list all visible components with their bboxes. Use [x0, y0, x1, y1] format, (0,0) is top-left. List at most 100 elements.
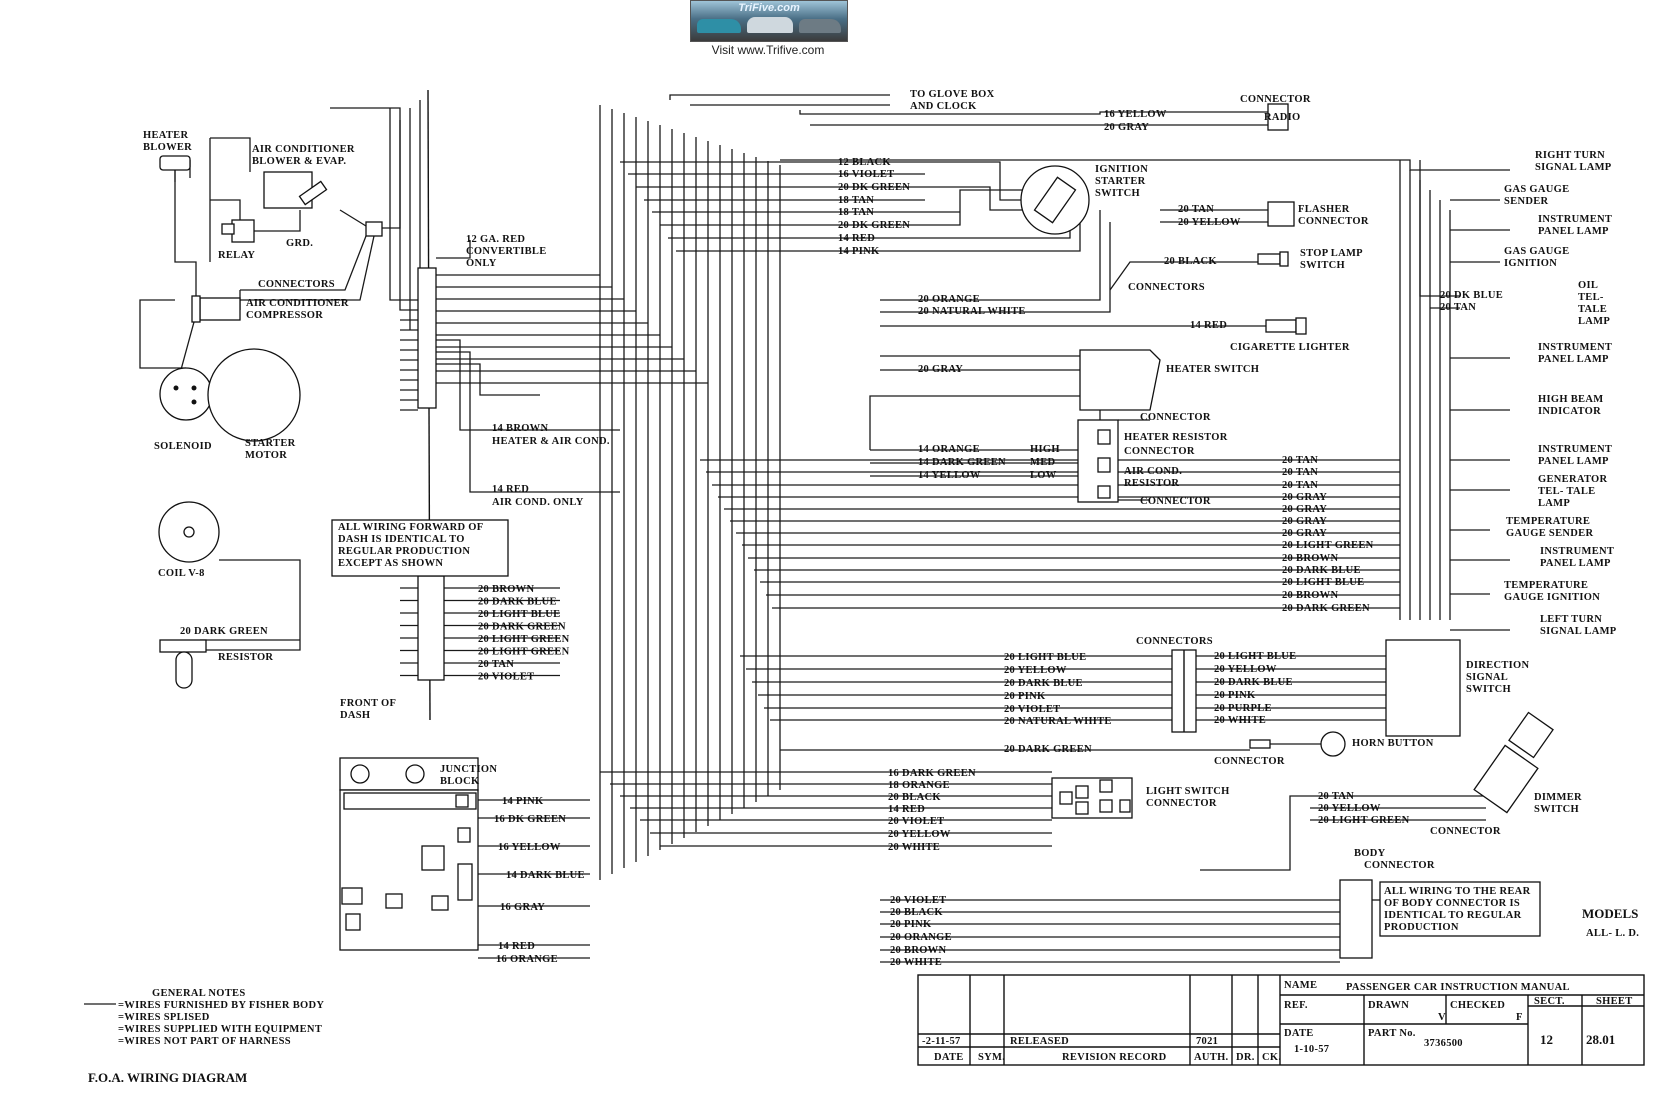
oil-lamp-label: TEL-: [1578, 292, 1604, 303]
relay-label: RELAY: [218, 250, 255, 261]
left-turn-label: LEFT TURN: [1540, 614, 1602, 625]
connectors-label: CONNECTORS: [258, 279, 335, 290]
relay-terminal: [221, 223, 235, 235]
rear-note-text: PRODUCTION: [1384, 922, 1459, 933]
gas-ignition-label: IGNITION: [1504, 258, 1557, 269]
flasher-label: CONNECTOR: [1298, 216, 1369, 227]
generator-label: TEL- TALE: [1538, 486, 1595, 497]
title-sect-value: 12: [1540, 1032, 1553, 1047]
light-switch-wire-label: 14 RED: [888, 804, 925, 815]
right-wire-label: 20 TAN: [1282, 467, 1318, 478]
front-of-dash-label: FRONT OF: [340, 698, 396, 709]
dimmer-switch-label: SWITCH: [1534, 804, 1579, 815]
dimmer-wire-label: 20 LIGHT GREEN: [1318, 815, 1410, 826]
ignition-wire: [925, 230, 1071, 239]
rear-note-text: IDENTICAL TO REGULAR: [1384, 910, 1522, 921]
ignition-switch-key: [1033, 176, 1077, 224]
mid-wire-label: 20 ORANGE: [918, 294, 980, 305]
body-wire-label: 20 VIOLET: [890, 895, 946, 906]
flasher-terminal: [457, 827, 471, 843]
right-wire-label: 20 GRAY: [1282, 504, 1327, 515]
ac-resistor-label: AIR COND.: [1124, 466, 1182, 477]
heater-blower-label: BLOWER: [143, 142, 192, 153]
speed-label: LOW: [1030, 470, 1057, 481]
wire-lines: [84, 94, 1510, 1005]
radio-wire-label: 16 YELLOW: [1104, 109, 1167, 120]
forward-note-box: [331, 519, 509, 577]
heater-blower-label: HEATER: [143, 130, 188, 141]
circuit-breaker: [421, 845, 445, 871]
column-sym: SYM.: [978, 1052, 1005, 1063]
right-wire-label: 20 GRAY: [1282, 492, 1327, 503]
flasher-connector-icon: [1267, 201, 1295, 227]
starter-motor-label: MOTOR: [245, 450, 287, 461]
instrument-lamp-label: INSTRUMENT: [1540, 546, 1614, 557]
right-wire-label: 20 BROWN: [1282, 590, 1338, 601]
speed-label: MED: [1030, 457, 1056, 468]
starter-motor-icon: [207, 348, 301, 442]
resistor-body: [175, 651, 193, 689]
logo-caption[interactable]: Visit www.Trifive.com: [711, 43, 825, 57]
right-wire-label: 20 DARK GREEN: [1282, 603, 1370, 614]
harness-wire: [389, 108, 418, 301]
instrument-lamp-label: PANEL LAMP: [1540, 558, 1611, 569]
ground-label: GRD.: [286, 238, 313, 249]
right-wire-label: 20 LIGHT BLUE: [1282, 577, 1364, 588]
direction-switch-label: DIRECTION: [1466, 660, 1529, 671]
ignition-wire-label: 16 VIOLET: [838, 169, 894, 180]
thermostat-icon: [365, 221, 383, 237]
generator-label: GENERATOR: [1538, 474, 1608, 485]
light-switch-label: LIGHT SWITCH: [1146, 786, 1230, 797]
right-wire-label: 20 BROWN: [1282, 553, 1338, 564]
junction-block-label: BLOCK: [440, 776, 480, 787]
title-ref-label: REF.: [1284, 1000, 1308, 1011]
temp-sender-label: GAUGE SENDER: [1506, 528, 1593, 539]
right-turn-label: SIGNAL LAMP: [1535, 162, 1612, 173]
ac-blower-label: AIR CONDITIONER: [252, 144, 355, 155]
models-sub-label: ALL- L. D.: [1586, 928, 1639, 939]
heater-blower-icon: [159, 155, 191, 171]
direction-wire-label: 20 VIOLET: [1004, 704, 1060, 715]
general-note-item: =WIRES SUPPLIED WITH EQUIPMENT: [118, 1024, 322, 1035]
body-connector-icon: [1339, 879, 1373, 959]
resistor-terminal: [1097, 457, 1111, 473]
junction-bolt: [350, 764, 370, 784]
body-wire-label: 20 BROWN: [890, 945, 946, 956]
body-wire-label: 20 ORANGE: [890, 932, 952, 943]
resistor-wire-label: 14 ORANGE: [918, 444, 980, 455]
connectors-label: CONNECTORS: [1128, 282, 1205, 293]
oil-lamp-label: OIL: [1578, 280, 1598, 291]
radio-connector-label: CONNECTOR: [1240, 94, 1311, 105]
title-date-label: DATE: [1284, 1028, 1314, 1039]
logo-car-icon: [799, 19, 841, 33]
body-wire-label: 20 BLACK: [890, 907, 943, 918]
glove-box-wire: [669, 94, 890, 100]
temp-sender-label: TEMPERATURE: [1506, 516, 1590, 527]
revision-auth: 7021: [1196, 1036, 1218, 1047]
horn-connector-label: CONNECTOR: [1214, 756, 1285, 767]
glove-box-label: AND CLOCK: [910, 101, 977, 112]
oil-lamp-label: TALE: [1578, 304, 1607, 315]
logo-text: TriFive.com: [738, 2, 800, 14]
direction-wire-label: 20 PINK: [1214, 690, 1256, 701]
direction-wire-label: 20 YELLOW: [1214, 664, 1277, 675]
forward-note-text: REGULAR PRODUCTION: [338, 546, 470, 557]
trifive-logo[interactable]: TriFive.com: [690, 0, 848, 42]
connector-wire-label: 20 LIGHT BLUE: [478, 609, 560, 620]
resistor-icon: [159, 639, 207, 653]
radio-wire: [799, 110, 1268, 115]
connector-label: CONNECTOR: [1140, 412, 1211, 423]
right-turn-label: RIGHT TURN: [1535, 150, 1605, 161]
rear-note-text: OF BODY CONNECTOR IS: [1384, 898, 1520, 909]
solenoid-label: SOLENOID: [154, 441, 212, 452]
resistor-label: RESISTOR: [218, 652, 273, 663]
wire: [210, 137, 251, 172]
horn-connector-icon: [1249, 739, 1271, 749]
ignition-wire-label: 20 DK GREEN: [838, 182, 910, 193]
ac-compressor-clutch: [191, 295, 201, 323]
right-wire-label: 20 TAN: [1282, 455, 1318, 466]
column-revision: REVISION RECORD: [1062, 1052, 1167, 1063]
rear-note-text: ALL WIRING TO THE REAR: [1384, 886, 1531, 897]
forward-note-text: EXCEPT AS SHOWN: [338, 558, 443, 569]
